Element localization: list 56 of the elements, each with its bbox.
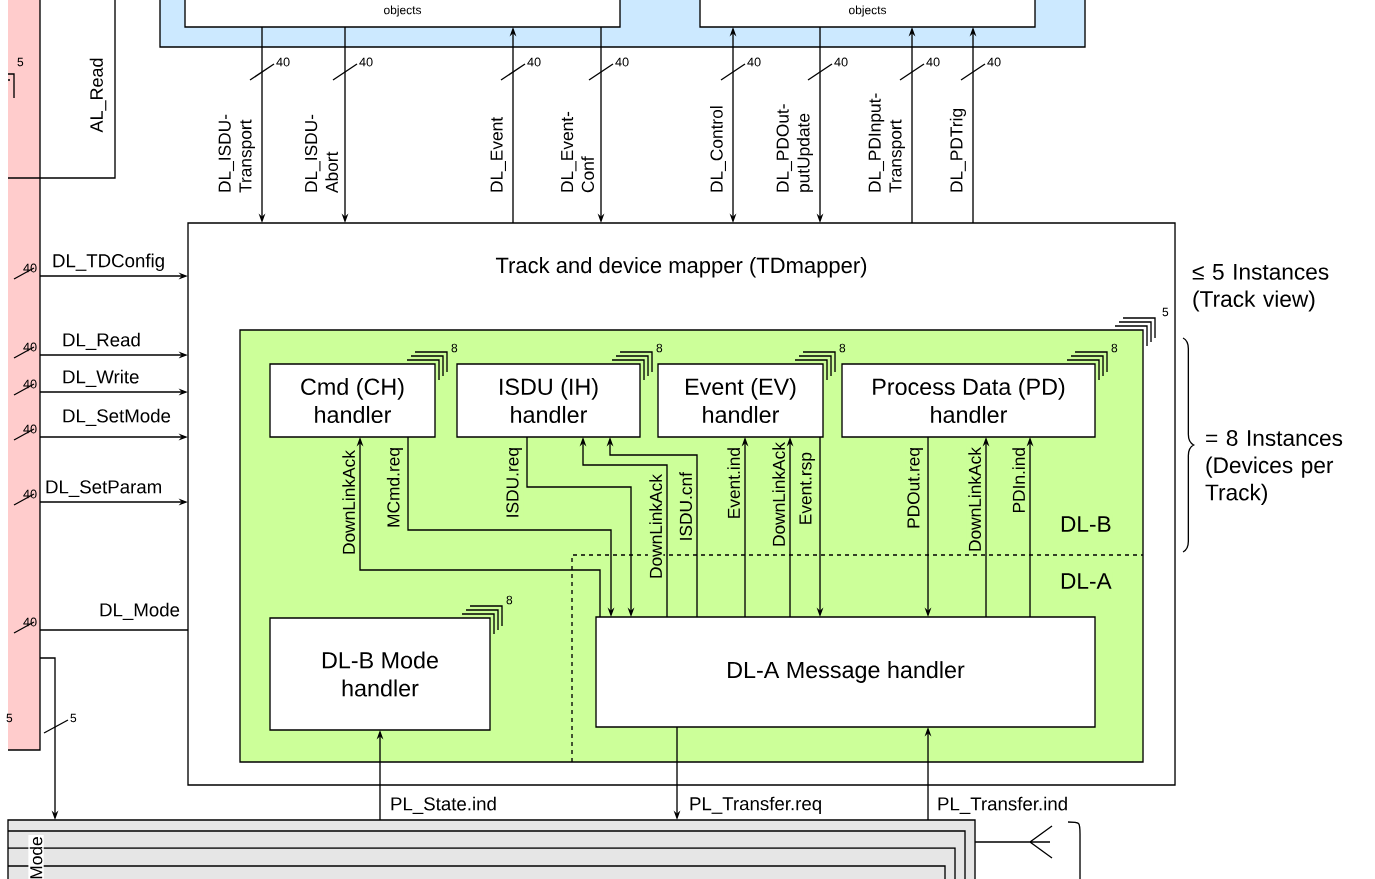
open-box (7, 0, 116, 179)
bus-width: 40 (23, 424, 37, 434)
bus-width: 40 (23, 617, 37, 627)
edge-label: DL_SetParam (43, 478, 164, 499)
stack-count: 5 (1162, 307, 1169, 317)
edge-label: DL_Read (60, 331, 143, 352)
edge-label: DL_PDTrig (948, 91, 968, 195)
bus-width: 40 (23, 489, 37, 499)
bus-width: 40 (23, 379, 37, 389)
bus-width: 40 (926, 57, 940, 67)
stack-count: 8 (1111, 343, 1118, 353)
edge-label: DL_Event (489, 91, 508, 195)
edge-label: DL_ISDU-Abort (303, 91, 340, 195)
handler-box: ISDU (IH) handler (456, 363, 641, 438)
object-box: objects (699, 0, 1036, 28)
bus-width: 40 (527, 57, 541, 67)
bus-width: 40 (276, 57, 290, 67)
handler-box: Event (EV) handler (657, 363, 824, 438)
stack-count: 8 (839, 343, 846, 353)
bus-width: 40 (747, 57, 761, 67)
bus-width: 40 (23, 342, 37, 352)
bus-width: 40 (834, 57, 848, 67)
instance-note: = 8 Instances (Devices per Track) (1205, 430, 1343, 505)
side-panel (7, 0, 41, 751)
handler-box: DL-B Mode handler (269, 617, 491, 731)
bus-width: 40 (23, 263, 37, 273)
instance-note: ≤ 5 Instances (Track view) (1192, 264, 1329, 312)
edge-label: DL_PDInput-Transport (867, 91, 907, 195)
stack-count: 8 (506, 595, 513, 605)
handler-box: Process Data (PD) handler (841, 363, 1096, 438)
bus-width: 5 (6, 713, 13, 723)
bus-width: 5 (70, 713, 77, 723)
signal-name: AL_Read (89, 58, 107, 133)
edge-label: Event.rsp (798, 450, 817, 527)
bus-bands (7, 819, 976, 879)
edge-label: DL_TDConfig (50, 252, 167, 273)
edge-label: PL_Transfer.req (687, 795, 824, 816)
edge-label: DL_Mode (97, 601, 182, 622)
bus-width: 40 (615, 57, 629, 67)
edge-label: DL_Event-Conf (559, 91, 596, 195)
edge-label: PL_State.ind (388, 795, 499, 816)
stack-count: 8 (656, 343, 663, 353)
stack-count: 8 (451, 343, 458, 353)
edge-label: DL_PDOut-putUpdate (775, 91, 815, 195)
bus-width: 40 (359, 57, 373, 67)
stack-count: 5 (17, 57, 24, 67)
edge-label: DL_Control (708, 91, 728, 195)
handler-box: Cmd (CH) handler (269, 363, 436, 438)
edge-label: PL_Transfer.ind (935, 795, 1070, 816)
edge-label: DL_SetMode (60, 407, 173, 428)
signal-name: Mode (28, 835, 44, 879)
bus-width: 40 (987, 57, 1001, 67)
object-box: objects (184, 0, 621, 28)
edge-label: DL_ISDU-Transport (217, 91, 257, 195)
edge-label: DL_Write (60, 368, 141, 389)
handler-box: DL-A Message handler (595, 616, 1096, 728)
